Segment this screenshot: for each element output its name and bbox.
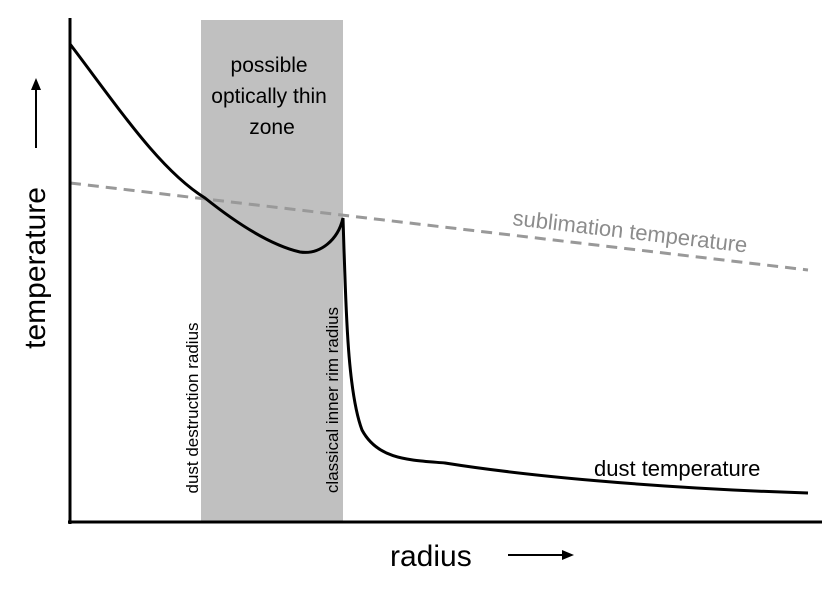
dust-temperature-label: dust temperature	[594, 456, 760, 481]
zone-label: possible optically thin zone	[211, 54, 332, 139]
zone-label-line-2: optically thin	[211, 85, 327, 108]
optically-thin-zone	[201, 20, 343, 522]
classical-inner-rim-radius-label: classical inner rim radius	[323, 307, 342, 493]
y-axis-arrow-icon	[31, 78, 41, 148]
x-axis-label: radius	[390, 540, 472, 573]
zone-label-line-3: zone	[249, 116, 295, 139]
x-axis-arrow-icon	[508, 550, 574, 560]
zone-label-line-1: possible	[231, 54, 308, 77]
dust-temperature-curve	[68, 43, 809, 495]
y-axis-label: temperature	[19, 187, 52, 349]
dust-destruction-radius-label: dust destruction radius	[183, 322, 202, 493]
sublimation-temperature-line	[69, 181, 809, 272]
